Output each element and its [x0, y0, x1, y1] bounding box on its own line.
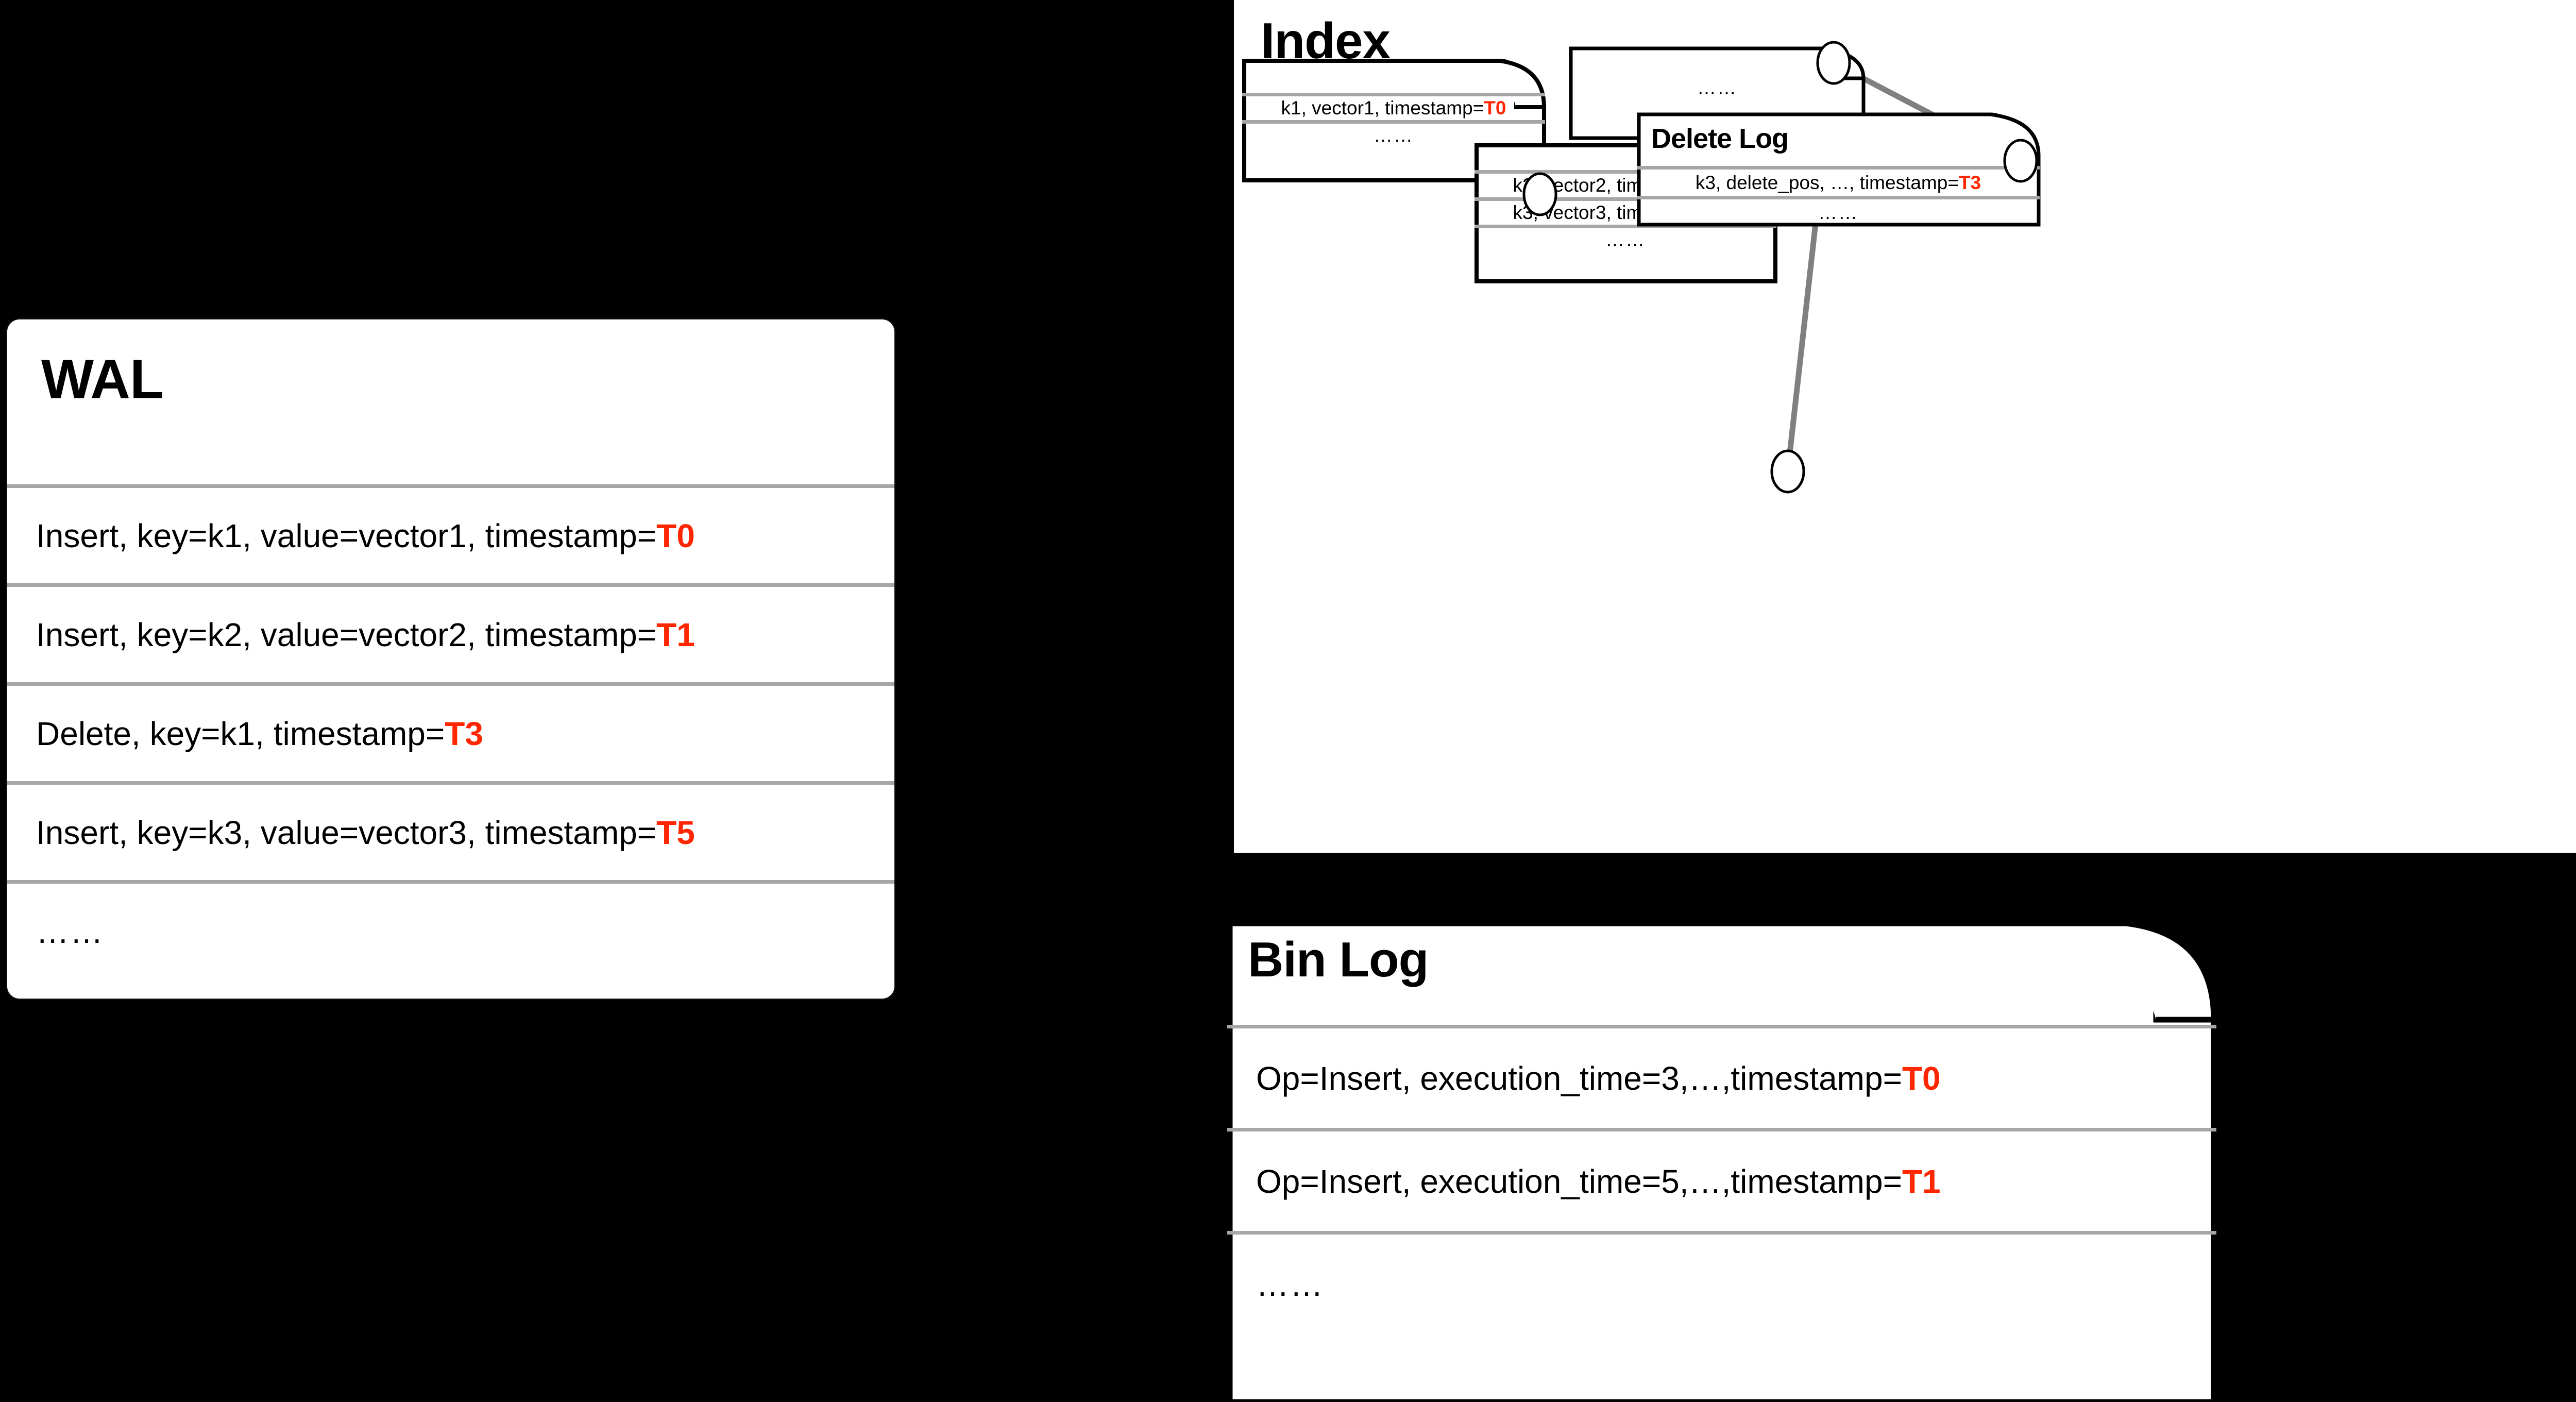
wal-row-text: Insert, key=k3, value=vector3, timestamp… [36, 814, 657, 851]
table-row: k1, vector1, timestamp=T0 [1242, 93, 1545, 120]
doc-row-text: k1, vector1, timestamp= [1281, 97, 1484, 119]
table-row: Op=Insert, execution_time=3,…,timestamp=… [1227, 1025, 2216, 1128]
wal-row-text: Insert, key=k1, value=vector1, timestamp… [36, 517, 657, 554]
delete-log-row-list: k3, delete_pos, …, timestamp=T3 …… [1637, 166, 2040, 226]
document-shape [1227, 920, 2217, 1402]
table-row: Op=Insert, execution_time=5,…,timestamp=… [1227, 1128, 2216, 1231]
timestamp-badge: T3 [445, 715, 483, 752]
table-row: Insert, key=k3, value=vector3, timestamp… [7, 781, 894, 880]
binlog-row-ellipsis: …… [1256, 1265, 1324, 1303]
table-row: …… [1227, 1231, 2216, 1334]
wal-card: WAL Insert, key=k1, value=vector1, times… [6, 318, 895, 1000]
wal-row-text: Insert, key=k2, value=vector2, timestamp… [36, 616, 657, 653]
binlog-card: Bin Log Op=Insert, execution_time=3,…,ti… [1227, 920, 2217, 1402]
timestamp-badge: T0 [1902, 1059, 1941, 1097]
wal-title: WAL [41, 348, 164, 410]
delete-log-title: Delete Log [1651, 123, 1789, 154]
table-row: …… [1637, 196, 2040, 226]
doc-row-ellipsis: …… [1374, 125, 1414, 146]
table-row: …… [1475, 225, 1776, 252]
timestamp-badge: T3 [1958, 172, 1981, 193]
table-row: k3, delete_pos, …, timestamp=T3 [1637, 166, 2040, 196]
timestamp-badge: T5 [656, 814, 695, 851]
table-row: Insert, key=k1, value=vector1, timestamp… [7, 484, 894, 583]
doc-k1-row-list: k1, vector1, timestamp=T0 …… [1242, 93, 1545, 147]
doc-row-ellipsis: …… [1605, 229, 1646, 250]
timestamp-badge: T1 [1902, 1162, 1941, 1200]
table-row: …… [1242, 120, 1545, 147]
wal-row-text: Delete, key=k1, timestamp= [36, 715, 445, 752]
timestamp-badge: T0 [1484, 97, 1506, 119]
index-document-delete-log: Delete Log k3, delete_pos, …, timestamp=… [1637, 112, 2041, 227]
table-row: Delete, key=k1, timestamp=T3 [7, 682, 894, 781]
binlog-row-text: Op=Insert, execution_time=5,…,timestamp= [1256, 1162, 1902, 1200]
index-panel: Index k1, vector1, timestamp=T0 …… [1234, 0, 2576, 853]
table-row: …… [7, 880, 894, 979]
table-row: Insert, key=k2, value=vector2, timestamp… [7, 583, 894, 682]
wal-row-list: Insert, key=k1, value=vector1, timestamp… [7, 484, 894, 979]
timestamp-badge: T0 [656, 517, 695, 554]
binlog-title: Bin Log [1248, 932, 1429, 987]
doc-row-text: k3, delete_pos, …, timestamp= [1695, 172, 1959, 193]
timestamp-badge: T1 [656, 616, 695, 653]
index-title: Index [1261, 12, 1391, 69]
index-document-k1: k1, vector1, timestamp=T0 …… [1242, 59, 1547, 182]
binlog-row-list: Op=Insert, execution_time=3,…,timestamp=… [1227, 1025, 2216, 1334]
doc-ellipsis-text: …… [1697, 77, 1737, 98]
binlog-row-text: Op=Insert, execution_time=3,…,timestamp= [1256, 1059, 1902, 1097]
wal-row-ellipsis: …… [36, 913, 104, 950]
doc-row-ellipsis: …… [1818, 201, 1858, 223]
